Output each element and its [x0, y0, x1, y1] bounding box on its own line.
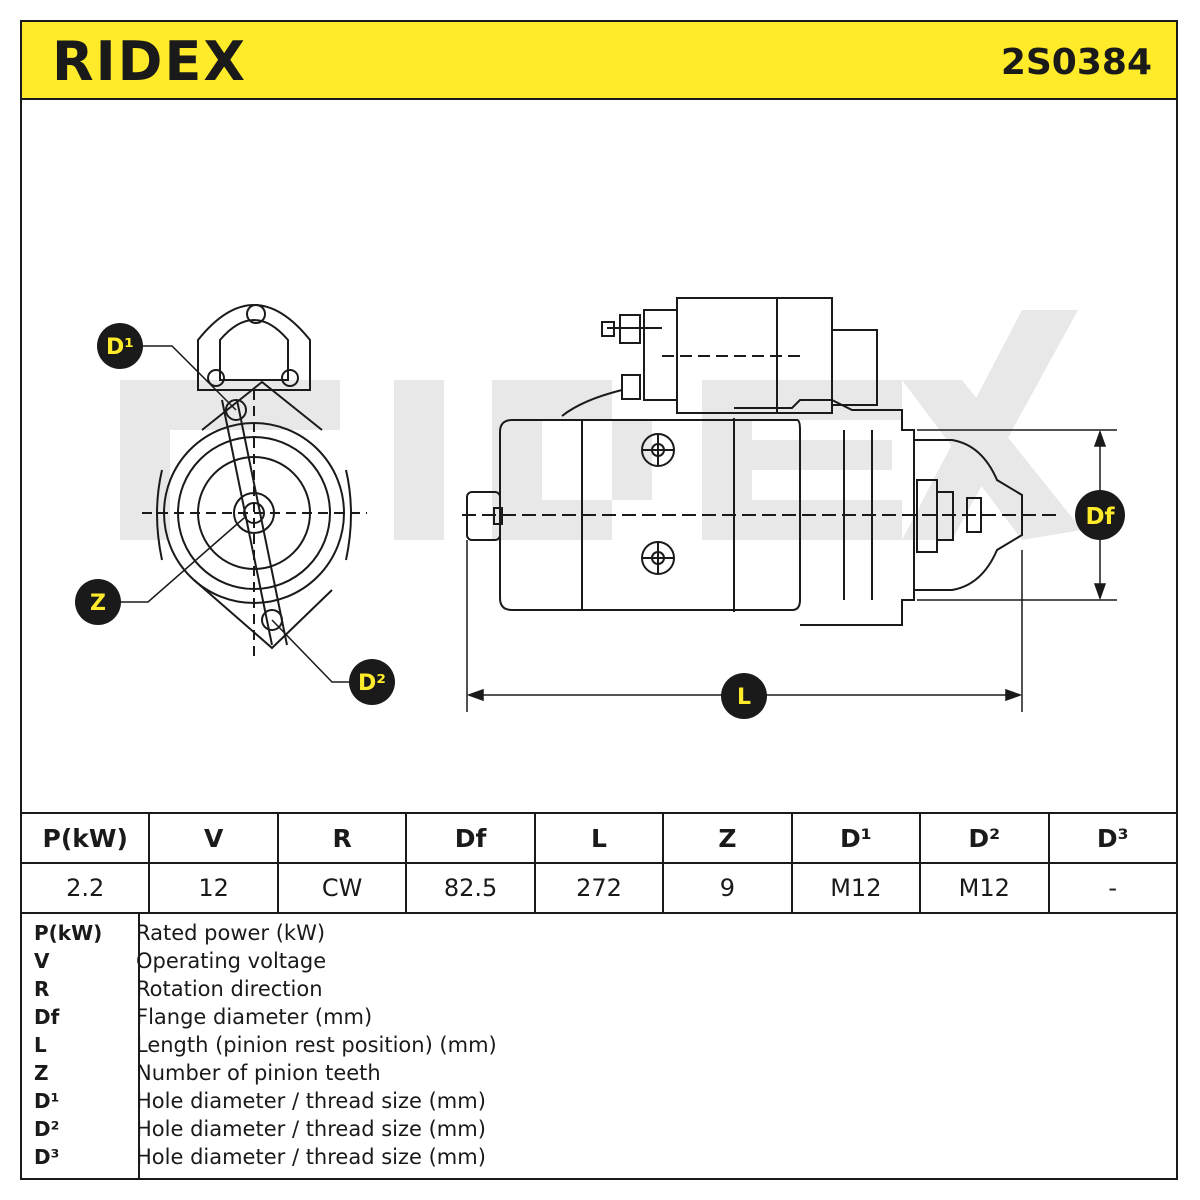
svg-text:Z: Z	[90, 591, 106, 616]
legend-row: D¹ Hole diameter / thread size (mm)	[20, 1089, 1178, 1117]
header-bar: RIDEX 2S0384	[20, 20, 1178, 100]
callout-df: Df	[1075, 490, 1125, 540]
legend-symbol: Df	[34, 1005, 60, 1029]
svg-text:D²: D²	[358, 671, 386, 696]
spec-header-row: P(kW) V R Df L Z D¹ D² D³	[19, 812, 1178, 864]
legend-description: Hole diameter / thread size (mm)	[136, 1145, 486, 1169]
spec-value: 82.5	[405, 862, 536, 914]
legend-description: Hole diameter / thread size (mm)	[136, 1089, 486, 1113]
callout-d2: D²	[349, 659, 395, 705]
legend-symbol: D³	[34, 1145, 60, 1169]
legend-symbol: D¹	[34, 1089, 60, 1113]
spec-value: 2.2	[19, 862, 151, 914]
legend-symbol: L	[34, 1033, 47, 1057]
callout-z: Z	[75, 579, 121, 625]
spec-header: D³	[1047, 812, 1178, 864]
spec-value: M12	[919, 862, 1050, 914]
legend-description: Flange diameter (mm)	[136, 1005, 373, 1029]
legend-description: Rated power (kW)	[136, 921, 326, 945]
brand-logo: RIDEX	[52, 30, 248, 93]
legend-description: Length (pinion rest position) (mm)	[136, 1033, 497, 1057]
spec-header: L	[533, 812, 665, 864]
legend-row: D³ Hole diameter / thread size (mm)	[20, 1145, 1178, 1173]
legend-description: Hole diameter / thread size (mm)	[136, 1117, 486, 1141]
legend-symbol: V	[34, 949, 50, 973]
svg-text:L: L	[737, 685, 751, 710]
side-view	[462, 297, 1062, 626]
legend-symbol: P(kW)	[34, 921, 103, 945]
spec-table: P(kW) V R Df L Z D¹ D² D³ 2.2 12 CW 82.5…	[19, 812, 1178, 914]
legend-row: P(kW) Rated power (kW)	[20, 921, 1178, 949]
legend-description: Rotation direction	[136, 977, 323, 1001]
legend-row: Df Flange diameter (mm)	[20, 1005, 1178, 1033]
part-number: 2S0384	[1000, 42, 1152, 83]
legend-description: Number of pinion teeth	[136, 1061, 381, 1085]
legend-row: D² Hole diameter / thread size (mm)	[20, 1117, 1178, 1145]
spec-value: 12	[148, 862, 279, 914]
front-view	[142, 304, 367, 660]
spec-header: D²	[919, 812, 1050, 864]
spec-header: Df	[405, 812, 536, 864]
spec-header: D¹	[790, 812, 922, 864]
spec-value: CW	[276, 862, 408, 914]
legend-row: R Rotation direction	[20, 977, 1178, 1005]
technical-drawing: D¹ Z D² Df L	[75, 297, 1125, 719]
spec-value: 272	[533, 862, 665, 914]
legend-row: Z Number of pinion teeth	[20, 1061, 1178, 1089]
spec-header: V	[148, 812, 279, 864]
spec-value: -	[1047, 862, 1178, 914]
legend-symbol: D²	[34, 1117, 60, 1141]
spec-header: R	[276, 812, 408, 864]
svg-text:Df: Df	[1085, 504, 1115, 530]
legend-divider	[138, 913, 140, 1180]
spec-header: P(kW)	[19, 812, 151, 864]
legend-row: L Length (pinion rest position) (mm)	[20, 1033, 1178, 1061]
spec-value: 9	[662, 862, 793, 914]
legend-row: V Operating voltage	[20, 949, 1178, 977]
callout-l: L	[721, 673, 767, 719]
legend-symbol: R	[34, 977, 50, 1001]
spec-value: M12	[790, 862, 922, 914]
spec-header: Z	[662, 812, 793, 864]
svg-text:D¹: D¹	[106, 335, 134, 360]
legend: P(kW) Rated power (kW) V Operating volta…	[20, 913, 1178, 1180]
legend-symbol: Z	[34, 1061, 49, 1085]
spec-value-row: 2.2 12 CW 82.5 272 9 M12 M12 -	[19, 862, 1178, 914]
callout-d1: D¹	[97, 323, 143, 369]
legend-description: Operating voltage	[136, 949, 327, 973]
